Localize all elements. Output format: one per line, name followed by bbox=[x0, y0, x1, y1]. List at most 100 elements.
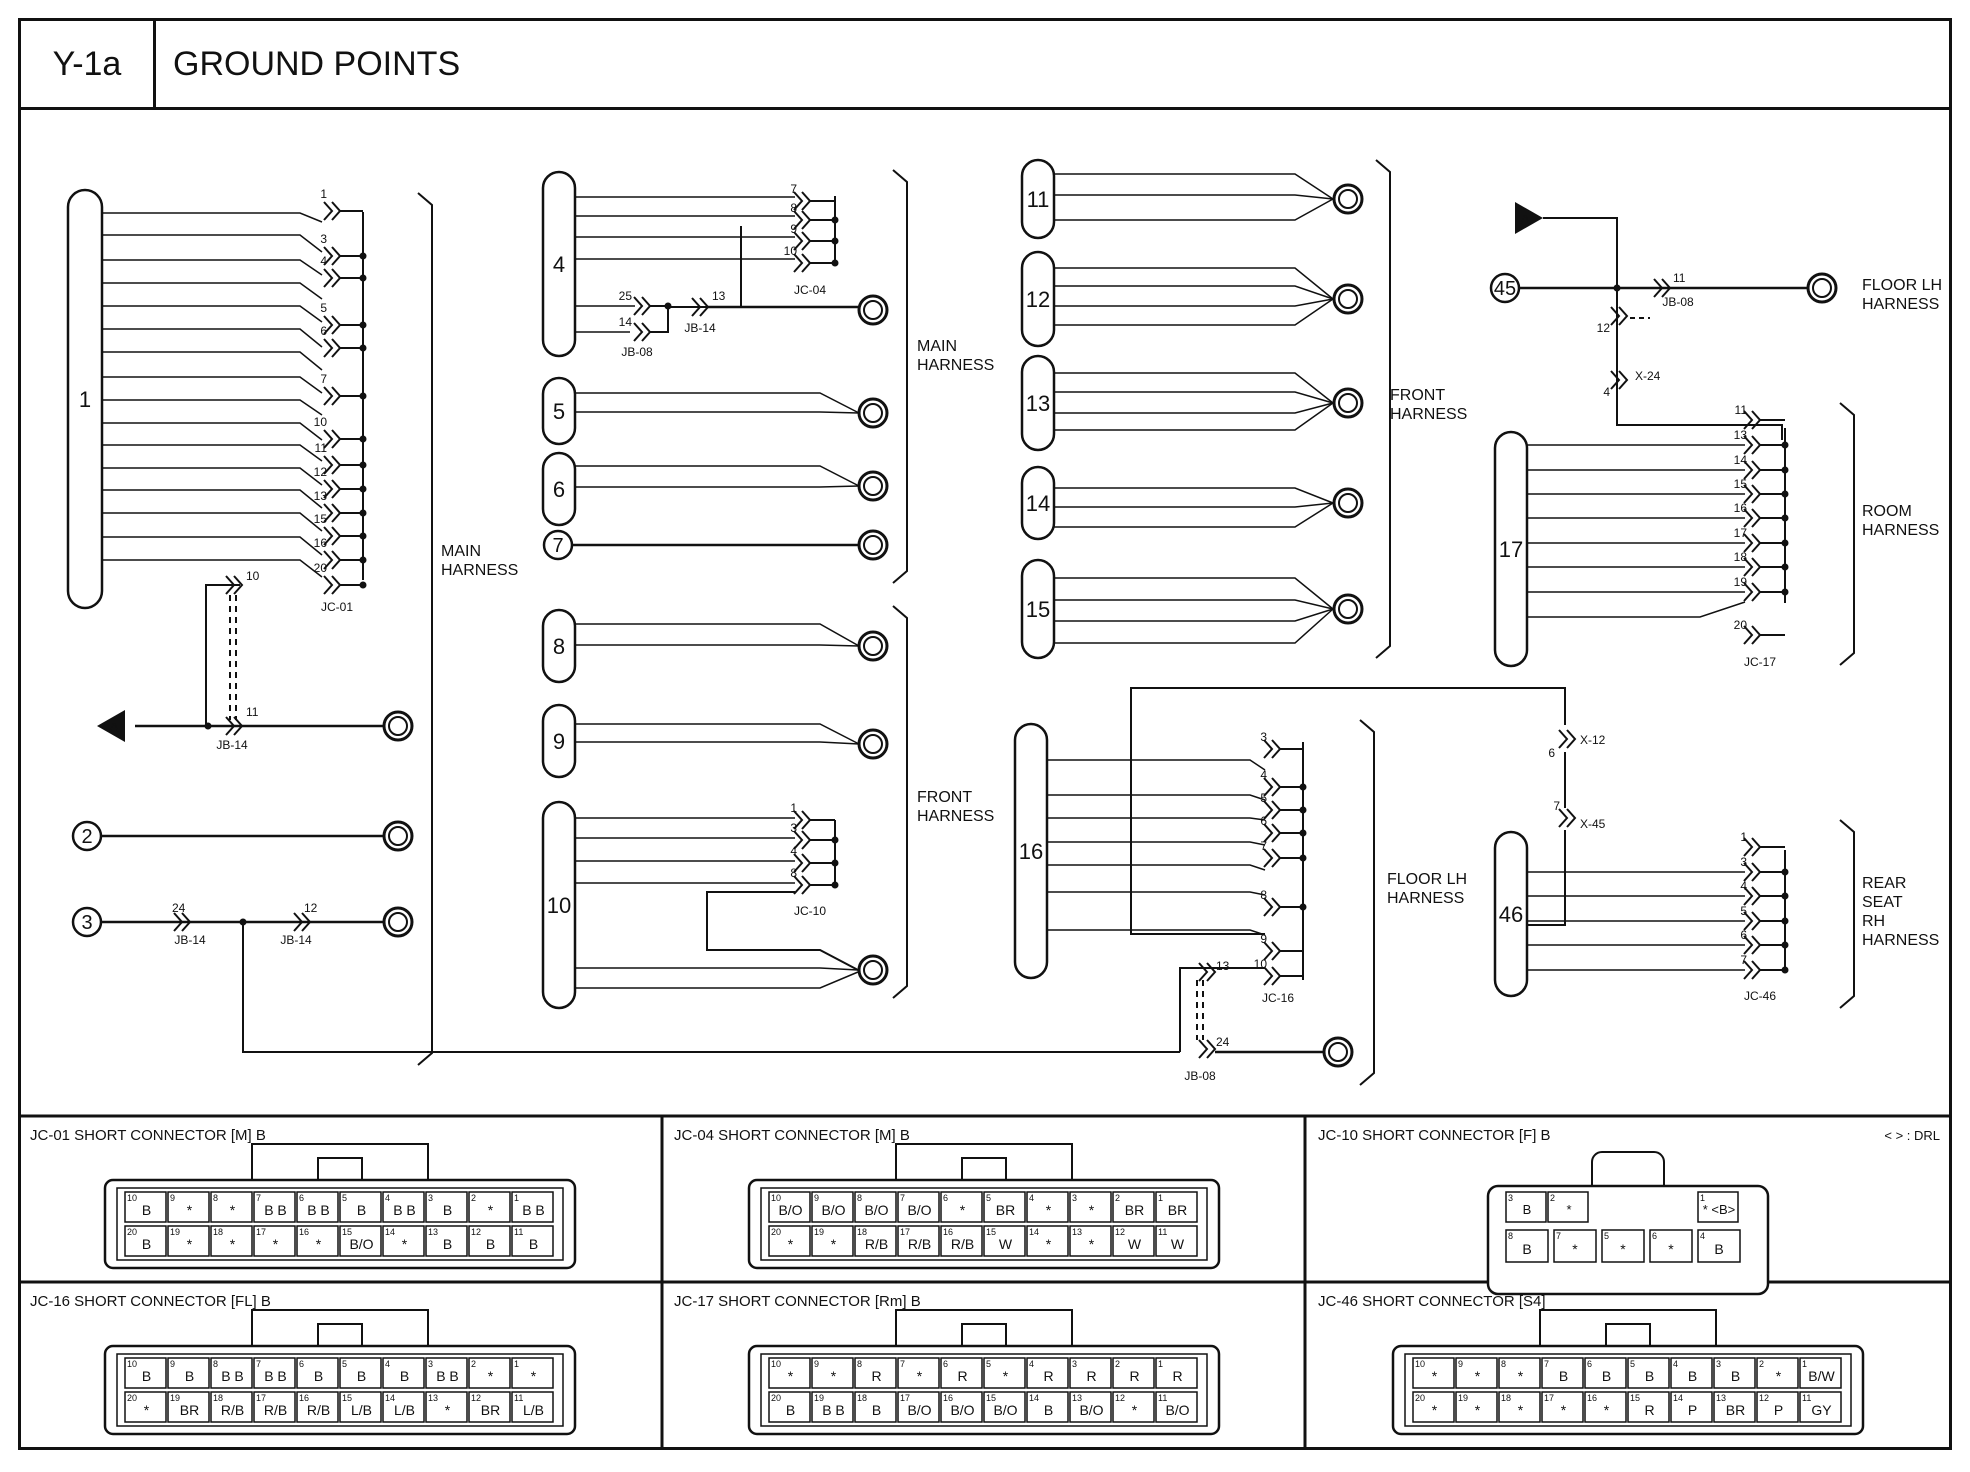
short-connector-5-pin-17: 17 bbox=[1544, 1393, 1554, 1403]
short-connector-4-wire-color-11: B/O bbox=[1165, 1402, 1189, 1418]
jc01-dot-4 bbox=[359, 274, 367, 282]
short-connector-1-cavity-7 bbox=[897, 1191, 940, 1223]
short-connector-5-pin-10: 10 bbox=[1415, 1359, 1425, 1369]
short-connector-4-cavity-15 bbox=[983, 1391, 1026, 1423]
front-harness-label-mid-line1: HARNESS bbox=[917, 808, 994, 825]
jc16-dot-4 bbox=[1299, 783, 1307, 791]
jb14-id: JB-14 bbox=[216, 738, 248, 752]
short-connector-3-cavity-19 bbox=[167, 1391, 210, 1423]
ground-terminal-1-inner bbox=[388, 716, 408, 736]
short-connector-4-cavity-10 bbox=[768, 1357, 811, 1389]
short-connector-5-cavity-1 bbox=[1799, 1357, 1842, 1389]
short-connector-1-cavity-2 bbox=[1112, 1191, 1155, 1223]
jc17-pin-13: 13 bbox=[1734, 428, 1748, 442]
room-harness-label-line0: ROOM bbox=[1862, 503, 1912, 520]
short-connector-1-title: JC-04 SHORT CONNECTOR [M] B bbox=[674, 1127, 910, 1144]
short-connector-2-cavity-7 bbox=[1553, 1229, 1597, 1263]
ground-point-13 bbox=[1020, 354, 1056, 452]
jc46-dot-6 bbox=[1781, 941, 1789, 949]
jc01-conn-7-a bbox=[323, 386, 334, 406]
short-connector-4-latch bbox=[895, 1309, 1073, 1351]
ground-point-12-terminal-inner bbox=[1338, 289, 1358, 309]
short-connector-4-cavity-8 bbox=[854, 1357, 897, 1389]
short-connector-4-cavity-9 bbox=[811, 1357, 854, 1389]
jc16-dot-8 bbox=[1299, 903, 1307, 911]
short-connector-0-cavity-18 bbox=[210, 1225, 253, 1257]
jc17-pin-14: 14 bbox=[1734, 453, 1748, 467]
short-connector-1-wire-color-10: B/O bbox=[778, 1202, 802, 1218]
short-connector-0-wire-color-1: B B bbox=[522, 1202, 545, 1218]
jc04-conn-9-a bbox=[793, 231, 804, 251]
short-connector-5-wire-color-5: B bbox=[1645, 1368, 1654, 1384]
short-connector-2-cavity-3 bbox=[1505, 1191, 1547, 1223]
short-connector-3-pin-14: 14 bbox=[385, 1393, 395, 1403]
short-connector-0-cavity-3 bbox=[425, 1191, 468, 1223]
short-connector-3-wire-color-15: L/B bbox=[351, 1402, 372, 1418]
short-connector-4-pin-2: 2 bbox=[1115, 1359, 1120, 1369]
short-connector-3-cavity-1 bbox=[511, 1357, 554, 1389]
short-connector-0-pin-18: 18 bbox=[213, 1227, 223, 1237]
short-connector-4-wire-color-7: * bbox=[917, 1368, 923, 1384]
short-connector-3-wire-color-18: R/B bbox=[221, 1402, 244, 1418]
jc01-dot-6 bbox=[359, 344, 367, 352]
main-harness-label-mid-line1: HARNESS bbox=[917, 357, 994, 374]
short-connector-0-wire-color-13: B bbox=[443, 1236, 452, 1252]
short-connector-4-wire-color-8: R bbox=[871, 1368, 881, 1384]
x24-to-17 bbox=[1616, 390, 1783, 440]
rear-harness-label-line0: REAR bbox=[1862, 875, 1906, 892]
short-connector-1-cavity-5 bbox=[983, 1191, 1026, 1223]
short-connector-0-wire-color-6: B B bbox=[307, 1202, 330, 1218]
ground-point-3-label: 3 bbox=[81, 912, 92, 934]
jc10-pin-1: 1 bbox=[790, 801, 797, 815]
floor-harness-label-mid-line1: HARNESS bbox=[1387, 890, 1464, 907]
short-connector-0-cavity-11 bbox=[511, 1225, 554, 1257]
short-connector-4-wire-color-13: B/O bbox=[1079, 1402, 1103, 1418]
jc46-dot-3 bbox=[1781, 868, 1789, 876]
short-connector-0-cavity-7 bbox=[253, 1191, 296, 1223]
main-harness-brace-mid bbox=[892, 169, 908, 584]
short-connector-3-cavity-20 bbox=[124, 1391, 167, 1423]
ground-point-12-label: 12 bbox=[1026, 287, 1050, 312]
jc17-pin-20: 20 bbox=[1734, 618, 1748, 632]
jc46-dot-4 bbox=[1781, 892, 1789, 900]
jc16-pin-4: 4 bbox=[1260, 768, 1267, 782]
short-connector-3-cavity-7 bbox=[253, 1357, 296, 1389]
short-connector-3-cavity-14 bbox=[382, 1391, 425, 1423]
short-connector-3-pin-7: 7 bbox=[256, 1359, 261, 1369]
ground-point-9 bbox=[541, 703, 577, 779]
jc10-dot-3 bbox=[831, 836, 839, 844]
jc04-dot-10 bbox=[831, 259, 839, 267]
jc01-pin-10: 10 bbox=[314, 415, 328, 429]
jc16-wire-3 bbox=[1047, 841, 1266, 846]
ground-6-terminal-inner bbox=[863, 476, 883, 496]
short-connector-1-cavity-19 bbox=[811, 1225, 854, 1257]
short-connector-4-pin-9: 9 bbox=[814, 1359, 819, 1369]
main-wire-0 bbox=[102, 212, 323, 223]
front-harness-label-right-line0: FRONT bbox=[1390, 387, 1445, 404]
jc01-dot-10 bbox=[359, 435, 367, 443]
ground-point-14-terminal-inner bbox=[1338, 493, 1358, 513]
short-connector-5-cavity-7 bbox=[1541, 1357, 1584, 1389]
short-connector-4-cavity-6 bbox=[940, 1357, 983, 1389]
short-connector-5-wire-color-17: * bbox=[1561, 1402, 1567, 1418]
short-connector-3-wire-color-10: B bbox=[142, 1368, 151, 1384]
jb14-conn-12-b bbox=[301, 912, 312, 932]
jc01-pin-20: 20 bbox=[314, 561, 328, 575]
jb08-conn-11-b bbox=[1661, 278, 1672, 298]
jb14-conn-10-b bbox=[233, 575, 244, 595]
short-connector-3-pin-3: 3 bbox=[428, 1359, 433, 1369]
ground-6-wire-0 bbox=[575, 465, 860, 487]
jc01-pin-16: 16 bbox=[314, 536, 328, 550]
jc01-id: JC-01 bbox=[321, 600, 353, 614]
short-connector-0-cavity-1 bbox=[511, 1191, 554, 1223]
ground-terminal-4-inner bbox=[863, 300, 883, 320]
jc17-pin-11: 11 bbox=[1735, 403, 1748, 417]
ground-point-11-terminal-inner bbox=[1338, 189, 1358, 209]
short-connector-1-wire-color-16: R/B bbox=[951, 1236, 974, 1252]
short-connector-1-cavity-17 bbox=[897, 1225, 940, 1257]
jc01-dot-3 bbox=[359, 252, 367, 260]
jc46-conn-3-a bbox=[1743, 862, 1754, 882]
short-connector-4-wire-color-16: B/O bbox=[950, 1402, 974, 1418]
jb08-pin-13: 13 bbox=[1216, 959, 1230, 973]
ground-point-12 bbox=[1020, 250, 1056, 348]
